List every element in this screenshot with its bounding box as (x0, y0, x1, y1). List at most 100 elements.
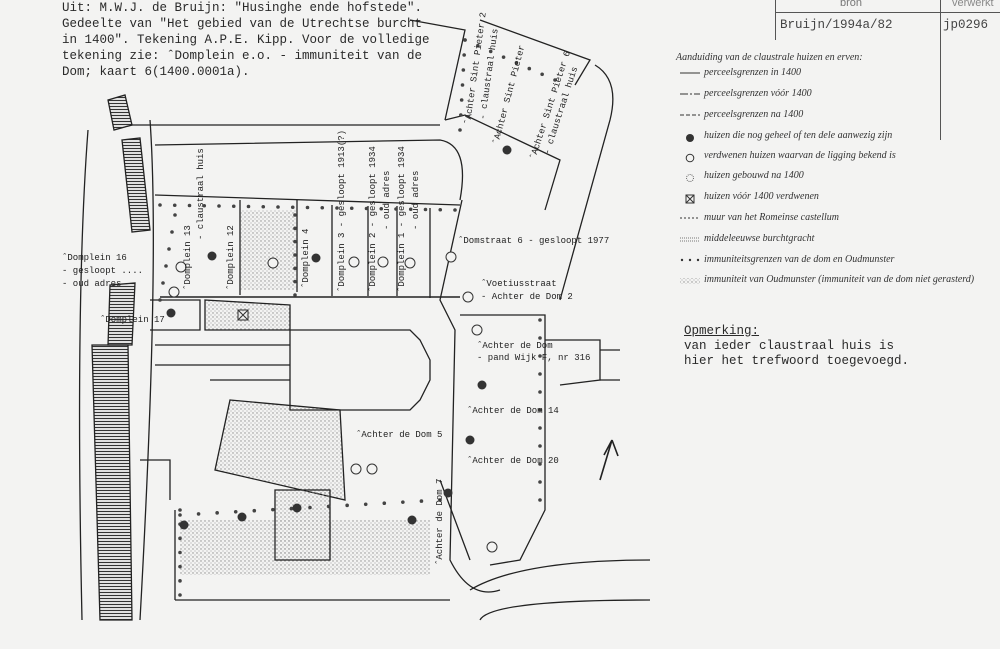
boundary-dot (419, 499, 424, 503)
boundary-dot (271, 507, 275, 512)
map-label-achter-de-dom-14: ˆAchter de Dom 14 (467, 406, 559, 416)
boundary-dot (246, 204, 251, 209)
boundary-dot (196, 512, 201, 516)
verwerkt-header: verwerkt (952, 0, 994, 9)
boundary-dot (178, 508, 182, 512)
existing-house-marker (465, 435, 475, 445)
legend-item: verdwenen huizen waarvan de ligging beke… (676, 150, 974, 166)
boundary-dot (401, 500, 405, 504)
vanished-house-marker (267, 257, 279, 269)
existing-house-marker (477, 380, 487, 390)
boundary-dot (170, 230, 174, 234)
boundary-dot (178, 564, 182, 569)
boundary-dot (514, 61, 519, 65)
map-label-domplein17: ˆDomplein 17 (100, 315, 165, 325)
boundary-dot (379, 206, 384, 211)
boundary-dot (463, 38, 467, 42)
legend-label: huizen vóór 1400 verdwenen (704, 191, 819, 202)
legend-label: middeleeuwse burchtgracht (704, 233, 815, 244)
boundary-dot (538, 354, 542, 358)
boundary-dot (382, 501, 387, 506)
boundary-dot (202, 203, 207, 208)
boundary-dot (458, 128, 462, 132)
boundary-dot (538, 336, 542, 340)
remark-line: hier het trefwoord toegevoegd. (684, 354, 910, 368)
legend-crossed-square-icon (676, 191, 704, 204)
map-label-domplein16: - gesloopt .... (62, 266, 143, 276)
boundary-dot (326, 504, 331, 509)
legend-open-circle-icon (676, 150, 704, 163)
legend-hatched-icon (676, 274, 704, 285)
boundary-dot (178, 550, 182, 555)
boundary-dot (178, 579, 182, 583)
boundary-dot (538, 480, 542, 484)
boundary-dot (462, 53, 466, 57)
boundary-dot (453, 208, 457, 212)
legend-dash-dot-line-icon (676, 88, 704, 97)
boundary-dot (305, 205, 310, 210)
boundary-dot (293, 253, 297, 257)
legend-item: middeleeuwse burchtgracht (676, 233, 974, 249)
vanished-house-marker (366, 463, 378, 475)
legend-label: huizen die nog geheel of ten dele aanwez… (704, 130, 893, 141)
boundary-dot (320, 205, 325, 210)
boundary-dot (460, 83, 465, 87)
boundary-dot (158, 298, 162, 302)
existing-house-marker (292, 503, 302, 513)
vanished-house-marker (471, 324, 483, 336)
map-label-domplein16: ˆDomplein 16 (62, 253, 127, 263)
boundary-dot (215, 511, 219, 515)
legend-item: huizen vóór 1400 verdwenen (676, 191, 974, 207)
boundary-dot (167, 247, 171, 251)
remark: Opmerking: van ieder claustraal huis is … (684, 324, 909, 369)
bron-header: bron (840, 0, 863, 9)
boundary-dot (217, 204, 221, 208)
citation-line: Gedeelte van "Het gebied van de Utrechts… (62, 17, 423, 31)
map-legend: Aanduiding van de claustrale huizen en e… (676, 52, 974, 294)
legend-item: huizen gebouwd na 1400 (676, 170, 974, 186)
citation-line: tekening zie: ˆDomplein e.o. - immunitei… (62, 49, 423, 63)
boundary-dot (553, 78, 557, 82)
remark-line: van ieder claustraal huis is (684, 339, 895, 353)
legend-dashed-line-icon (676, 109, 704, 118)
vanished-house-marker (404, 257, 416, 269)
boundary-dot (538, 390, 542, 394)
legend-item: huizen die nog geheel of ten dele aanwez… (676, 130, 974, 146)
boundary-dot (289, 506, 294, 511)
legend-label: perceelsgrenzen vóór 1400 (704, 88, 812, 99)
boundary-dot (476, 43, 480, 48)
boundary-dot (293, 213, 297, 217)
legend-label: perceelsgrenzen na 1400 (704, 109, 804, 120)
map-linework (78, 19, 651, 621)
immunity-boundary-dots (158, 38, 557, 597)
verwerkt-value: jp0296 (943, 18, 989, 32)
boundary-dot (423, 207, 428, 212)
boundary-dot (501, 55, 506, 59)
legend-title: Aanduiding van de claustrale huizen en e… (676, 52, 863, 63)
crossed-square-icon (237, 309, 249, 321)
map-label-domstraat6: ˆDomstraat 6 - gesloopt 1977 (458, 236, 609, 246)
map-label-domplein1: - oud adres (411, 171, 421, 230)
map-label-domplein13: - claustraal huis (196, 148, 206, 240)
vanished-house-marker (350, 463, 362, 475)
boundary-dot (231, 204, 236, 209)
map-label-voetiusstraat: ˆVoetiusstraat (481, 279, 557, 289)
boundary-dot (461, 68, 466, 72)
boundary-dot (178, 513, 182, 517)
boundary-dot (364, 206, 369, 211)
boundary-dot (538, 372, 542, 376)
boundary-dot (161, 281, 165, 285)
legend-label: muur van het Romeinse castellum (704, 212, 839, 223)
boundary-dot (187, 203, 192, 208)
boundary-dot (158, 203, 162, 207)
map-label-domplein4: ˆDomplein 4 (301, 229, 311, 288)
boundary-dot (538, 408, 542, 412)
map-label-domplein2: ˆDomplein 2 - gesloopt 1934 (368, 146, 378, 292)
existing-house-marker (237, 512, 247, 522)
existing-house-marker (207, 251, 217, 261)
table-divider (775, 0, 776, 40)
boundary-dot (408, 207, 413, 212)
map-label-domplein16: - oud adres (62, 279, 121, 289)
legend-dots-icon (676, 254, 704, 263)
